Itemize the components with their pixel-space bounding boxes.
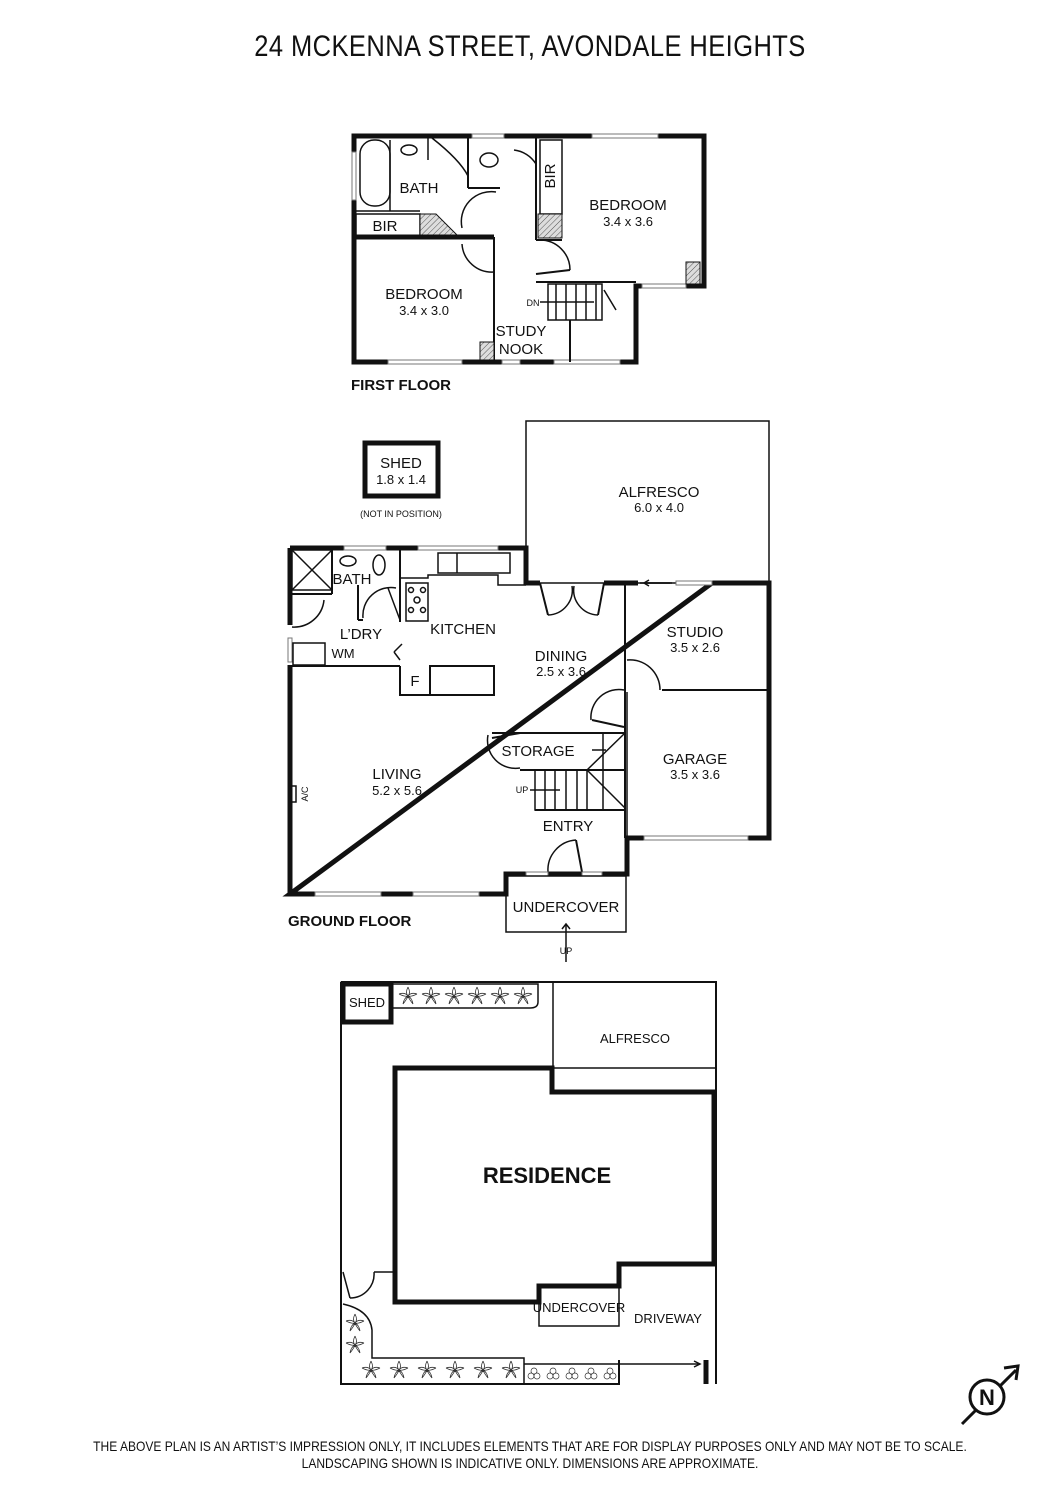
- room-dimension: 3.5 x 2.6: [670, 640, 720, 655]
- room-label: WM: [331, 646, 354, 661]
- site-alfresco-label: ALFRESCO: [600, 1031, 670, 1046]
- room-label: L’DRY: [340, 626, 382, 643]
- room-dimension: 5.2 x 5.6: [372, 783, 422, 798]
- room-dimension: 6.0 x 4.0: [634, 500, 684, 515]
- compass-label: N: [979, 1385, 995, 1410]
- north-arrow-icon: N: [960, 1364, 1020, 1426]
- room-label: DINING: [535, 648, 588, 665]
- entry-up-label: UP: [560, 946, 573, 956]
- stairs-first-floor: [540, 283, 617, 321]
- plan-title: 24 MCKENNA STREET, AVONDALE HEIGHTS: [254, 30, 806, 63]
- room-label: GARAGE: [663, 751, 727, 768]
- site-driveway-label: DRIVEWAY: [634, 1311, 702, 1326]
- room-label: ENTRY: [543, 818, 594, 835]
- site-residence-label: RESIDENCE: [483, 1163, 611, 1188]
- room-label: BATH: [333, 571, 372, 588]
- site-undercover-label: UNDERCOVER: [533, 1300, 625, 1315]
- disclaimer-line-1: THE ABOVE PLAN IS AN ARTIST’S IMPRESSION…: [93, 1438, 967, 1454]
- room-dimension: 2.5 x 3.6: [536, 664, 586, 679]
- room-label: NOOK: [499, 341, 543, 358]
- room-label: LIVING: [372, 766, 421, 783]
- room-dimension: 3.4 x 3.0: [399, 303, 449, 318]
- room-label: BIR: [542, 163, 559, 188]
- ac-label: A/C: [300, 786, 310, 802]
- site-plan: SHED ALFRESCO RESIDENCE UNDERCOVER DRIVE…: [340, 981, 717, 1385]
- shed-label: SHED: [380, 455, 422, 472]
- room-label: BEDROOM: [385, 286, 463, 303]
- shed-dimension: 1.8 x 1.4: [376, 472, 426, 487]
- disclaimer-line-2: LANDSCAPING SHOWN IS INDICATIVE ONLY. DI…: [301, 1455, 759, 1471]
- site-shed-label: SHED: [349, 995, 385, 1010]
- room-label: BIR: [372, 218, 397, 235]
- disclaimer: THE ABOVE PLAN IS AN ARTIST’S IMPRESSION…: [74, 1438, 986, 1472]
- room-label: UNDERCOVER: [513, 899, 620, 916]
- floor-label: GROUND FLOOR: [288, 913, 411, 930]
- shed-detail: SHED 1.8 x 1.4 (NOT IN POSITION): [360, 440, 442, 519]
- room-label: BATH: [400, 180, 439, 197]
- shed-note: (NOT IN POSITION): [360, 509, 442, 519]
- room-label: KITCHEN: [430, 621, 496, 638]
- room-label: BEDROOM: [589, 197, 667, 214]
- room-label: STUDIO: [667, 624, 724, 641]
- room-label: F: [410, 673, 419, 690]
- first-floor-plan: BATH BIR BIR BEDROOM 3.4 x 3.6 BEDROOM 3…: [351, 133, 707, 394]
- stair-direction-label: UP: [516, 785, 529, 795]
- room-label: STUDY: [496, 323, 547, 340]
- ground-floor-plan: ALFRESCO 6.0 x 4.0 BATH KITCHEN L’DRY WM…: [282, 420, 772, 962]
- room-dimension: 3.4 x 3.6: [603, 214, 653, 229]
- stair-direction-label: DN: [527, 298, 540, 308]
- room-label: STORAGE: [501, 743, 574, 760]
- room-label: ALFRESCO: [619, 484, 700, 501]
- room-dimension: 3.5 x 3.6: [670, 767, 720, 782]
- floor-label: FIRST FLOOR: [351, 377, 451, 394]
